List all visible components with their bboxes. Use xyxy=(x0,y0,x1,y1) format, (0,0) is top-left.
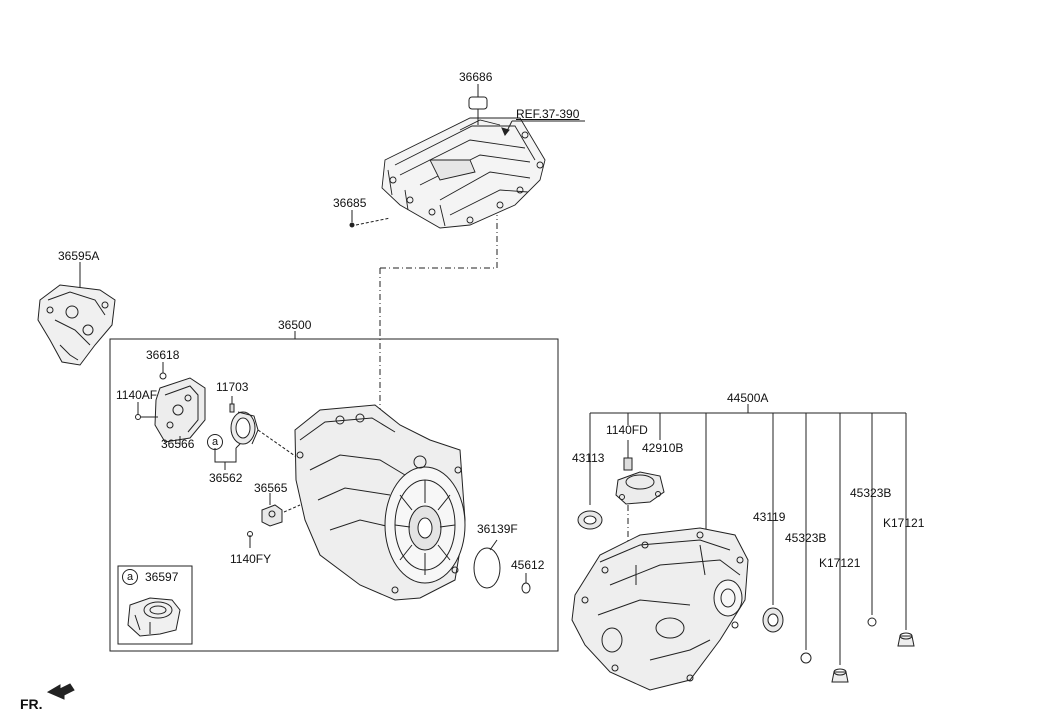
label-36500: 36500 xyxy=(278,318,312,332)
label-K17121-lower: K17121 xyxy=(819,556,861,570)
label-K17121-upper: K17121 xyxy=(883,516,925,530)
actuator-42910B-part xyxy=(615,471,665,505)
oil-seal-43113-part xyxy=(577,510,603,530)
sensor-36565-part xyxy=(261,504,283,527)
label-36566: 36566 xyxy=(161,437,195,451)
label-36597: 36597 xyxy=(145,570,179,584)
label-36685: 36685 xyxy=(333,196,367,210)
ring-45612-part xyxy=(521,582,531,594)
callout-a-box xyxy=(117,565,193,645)
label-36686: 36686 xyxy=(459,70,493,84)
label-36595A: 36595A xyxy=(58,249,100,263)
motor-assembly-group-frame xyxy=(109,338,559,652)
plug-45323B-upper-part xyxy=(867,617,877,627)
label-43119: 43119 xyxy=(753,510,786,524)
label-36139F: 36139F xyxy=(477,522,518,536)
bracket-36595A-part xyxy=(37,284,116,366)
motor-housing-36500-part xyxy=(294,404,466,601)
label-44500A: 44500A xyxy=(727,391,769,405)
reducer-housing-44500A-part xyxy=(571,527,749,691)
label-1140FY: 1140FY xyxy=(230,552,272,566)
label-36565: 36565 xyxy=(254,481,288,495)
o-ring-36139F-part xyxy=(473,547,501,589)
label-36618: 36618 xyxy=(146,348,180,362)
label-1140AF: 1140AF xyxy=(116,388,158,402)
label-11703: 11703 xyxy=(216,380,249,394)
resolver-36562-part xyxy=(230,411,259,445)
label-45612: 45612 xyxy=(511,558,545,572)
label-42910B: 42910B xyxy=(642,441,684,455)
label-ref-37-390[interactable]: REF.37-390 xyxy=(516,107,580,121)
cover-36566-part xyxy=(154,377,206,443)
label-1140FD: 1140FD xyxy=(606,423,648,437)
label-45323B-upper: 45323B xyxy=(850,486,892,500)
callout-a-box-marker: a xyxy=(122,569,138,585)
callout-a-marker: a xyxy=(207,434,223,450)
label-43113: 43113 xyxy=(572,451,605,465)
gasket-36686-part xyxy=(468,96,488,110)
front-direction-arrow-icon xyxy=(46,683,75,700)
oil-seal-43119-part xyxy=(762,607,784,633)
label-front-direction: FR. xyxy=(20,696,43,712)
sensor-bracket-36597-part xyxy=(127,597,181,637)
label-45323B-lower: 45323B xyxy=(785,531,827,545)
plug-45323B-part xyxy=(800,652,812,664)
inverter-assembly-part xyxy=(381,117,546,229)
label-36562: 36562 xyxy=(209,471,243,485)
